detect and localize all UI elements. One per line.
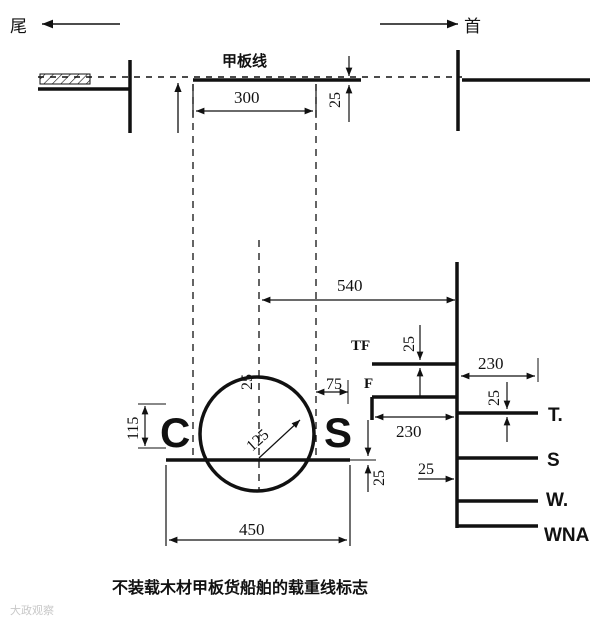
dim-450-label: 450	[239, 520, 265, 539]
dim-25-deck-label: 25	[327, 92, 344, 108]
mark-s: S	[547, 450, 560, 471]
mark-wna: WNA	[544, 525, 590, 546]
dim-300-label: 300	[234, 88, 260, 107]
dim-25-tf-label: 25	[401, 336, 418, 352]
dim-230-left-label: 230	[396, 422, 422, 441]
stern-label: 尾	[10, 17, 27, 37]
letter-s: S	[324, 409, 352, 456]
dim-115-label: 115	[125, 417, 142, 440]
ring-radius-line	[258, 419, 301, 459]
watermark-text: 大政观察	[10, 603, 54, 617]
letter-c: C	[160, 409, 190, 456]
deck-line-label: 甲板线	[222, 52, 267, 70]
load-line-ring	[198, 375, 316, 493]
mark-f: F	[364, 376, 373, 392]
dim-230-top-label: 230	[478, 354, 504, 373]
dim-540-label: 540	[337, 276, 363, 295]
dim-25-t-label: 25	[486, 390, 503, 406]
dim-75-label: 75	[326, 376, 342, 393]
figure-caption: 不装载木材甲板货船舶的载重线标志	[112, 578, 368, 597]
deck-hatch	[39, 73, 91, 85]
bow-label: 首	[464, 17, 481, 37]
mark-tf: TF	[351, 338, 370, 354]
mark-w: W.	[546, 490, 568, 511]
dim-25-s-label: 25	[418, 461, 434, 478]
dim-125-label: 125	[243, 426, 272, 455]
dim-25-ring-label: 25	[371, 470, 388, 486]
mark-t: T.	[548, 405, 563, 426]
